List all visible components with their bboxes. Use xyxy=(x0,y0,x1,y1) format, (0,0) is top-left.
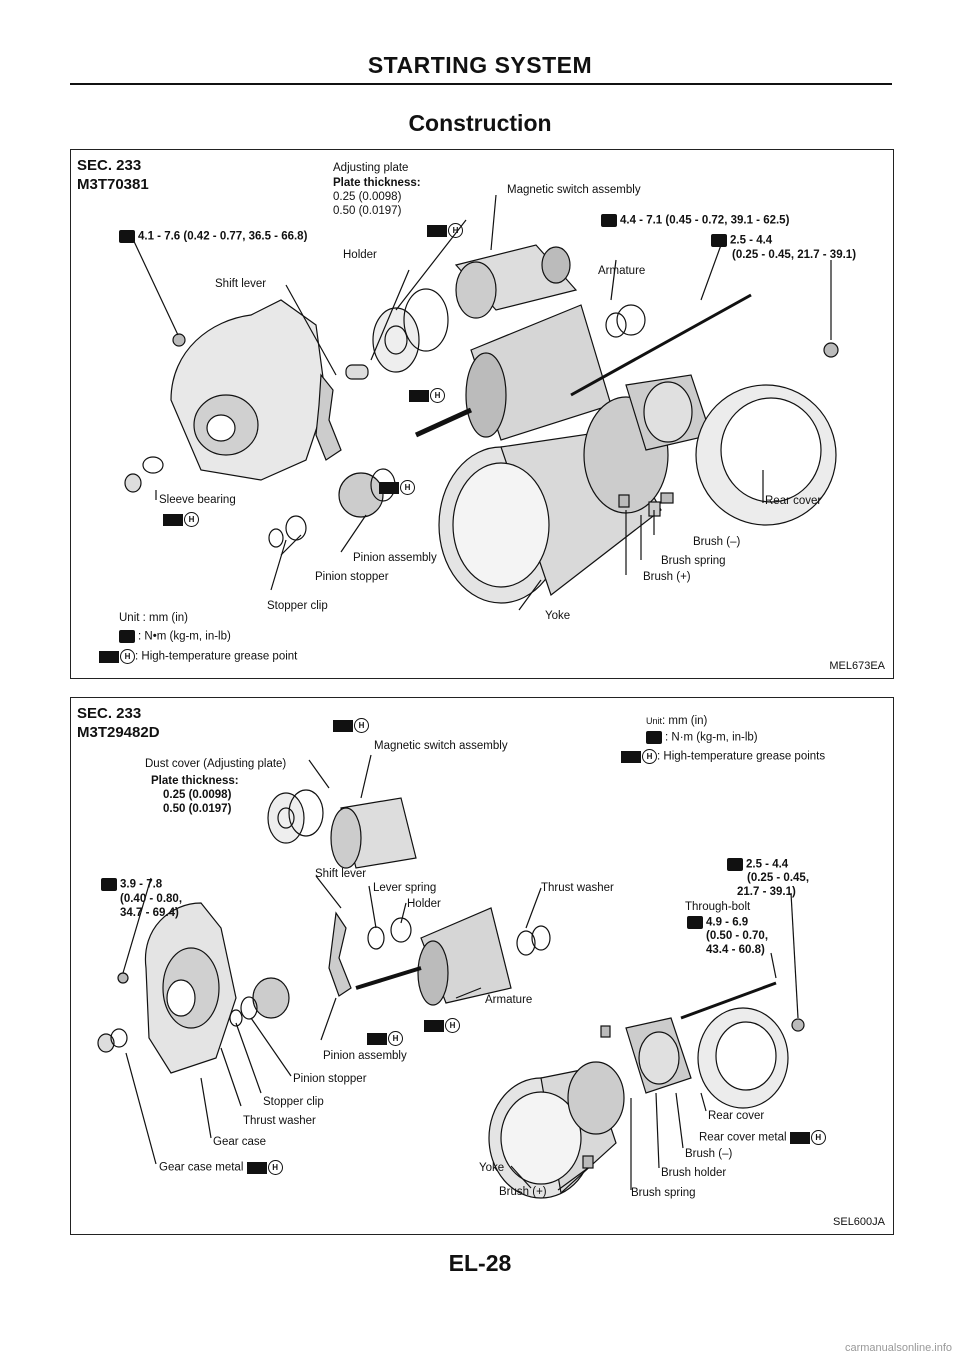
label-plate-thickness: Plate thickness: xyxy=(151,775,239,787)
label-unit: Unit : mm (in) xyxy=(119,612,188,624)
label-thrust-washer: Thrust washer xyxy=(243,1115,316,1127)
page-number: EL-28 xyxy=(448,1250,512,1276)
label-stopper-clip: Stopper clip xyxy=(263,1096,324,1108)
label-rear-cover-metal: Rear cover metal H xyxy=(699,1130,826,1145)
label-torque-bolt-2: (0.50 - 0.70, xyxy=(706,930,769,942)
label-brush-plus: Brush (+) xyxy=(499,1186,547,1198)
grease-icon xyxy=(163,513,183,526)
grease-icon xyxy=(246,1161,267,1174)
label-rear-cover: Rear cover xyxy=(765,495,822,507)
grease-icon xyxy=(621,750,641,763)
label-grease-armature: H xyxy=(409,388,445,403)
legend-torque: : N•m (kg-m, in-lb) xyxy=(119,630,231,644)
label-torque-rear: 4.4 - 7.1 (0.45 - 0.72, 39.1 - 62.5) xyxy=(601,214,789,228)
torque-icon xyxy=(687,916,703,929)
label-stopper-clip: Stopper clip xyxy=(267,600,328,612)
grease-icon xyxy=(427,224,447,237)
label-pinion-assembly: Pinion assembly xyxy=(353,552,437,564)
label-torque-rear-2: (0.25 - 0.45, xyxy=(747,872,810,884)
figure-code: SEL600JA xyxy=(833,1216,885,1228)
grease-icon xyxy=(424,1019,444,1032)
label-thickness-2: 0.50 (0.0197) xyxy=(163,803,232,815)
label-holder: Holder xyxy=(343,249,377,261)
label-magnetic-switch: Magnetic switch assembly xyxy=(507,184,641,196)
label-shift-lever: Shift lever xyxy=(215,278,267,290)
label-yoke: Yoke xyxy=(545,610,571,622)
label-brush-holder: Brush holder xyxy=(661,1167,727,1179)
label-thickness-1: 0.25 (0.0098) xyxy=(333,191,402,203)
label-torque-front-1: 3.9 - 7.8 xyxy=(101,878,162,892)
label-torque-rear-3: 21.7 - 39.1) xyxy=(737,886,796,898)
grease-icon xyxy=(409,389,429,402)
label-plate-thickness: Plate thickness: xyxy=(333,177,421,189)
label-armature: Armature xyxy=(598,265,646,277)
label-torque-rear-1: 2.5 - 4.4 xyxy=(727,858,788,872)
grease-icon xyxy=(379,481,399,494)
label-grease-pinion: H xyxy=(367,1031,403,1046)
label-armature: Armature xyxy=(485,994,533,1006)
label-grease-sleeve: H xyxy=(163,512,199,527)
label-torque-bolt-3: 43.4 - 60.8) xyxy=(706,944,765,956)
figure-code: MEL673EA xyxy=(829,660,885,672)
label-brush-minus: Brush (–) xyxy=(685,1148,733,1160)
grease-icon xyxy=(333,719,353,732)
label-torque-small-1: 2.5 - 4.4 xyxy=(711,234,772,248)
grease-icon xyxy=(367,1032,387,1045)
label-torque-front-3: 34.7 - 69.4) xyxy=(120,907,179,919)
header-rule xyxy=(70,83,892,85)
section-header: STARTING SYSTEM xyxy=(367,52,593,78)
label-pinion-assembly: Pinion assembly xyxy=(323,1050,407,1062)
torque-icon xyxy=(601,214,617,227)
torque-icon xyxy=(711,234,727,247)
label-torque-front: 4.1 - 7.6 (0.42 - 0.77, 36.5 - 66.8) xyxy=(119,230,307,244)
page-title: Construction xyxy=(408,110,552,136)
legend-torque: : N·m (kg-m, in-lb) xyxy=(646,731,758,745)
grease-icon xyxy=(99,650,119,663)
label-brush-spring: Brush spring xyxy=(661,555,726,567)
label-brush-spring: Brush spring xyxy=(631,1187,696,1199)
label-unit: Unit: mm (in) xyxy=(646,715,708,727)
label-thickness-2: 0.50 (0.0197) xyxy=(333,205,402,217)
torque-icon xyxy=(119,230,135,243)
label-brush-plus: Brush (+) xyxy=(643,571,691,583)
label-thickness-1: 0.25 (0.0098) xyxy=(163,789,232,801)
label-lever-spring: Lever spring xyxy=(373,882,437,894)
label-rear-cover: Rear cover xyxy=(708,1110,765,1122)
label-torque-bolt-1: 4.9 - 6.9 xyxy=(687,916,748,930)
label-torque-small-2: (0.25 - 0.45, 21.7 - 39.1) xyxy=(732,249,857,261)
label-grease-armature: H xyxy=(424,1018,460,1033)
label-shift-lever: Shift lever xyxy=(315,868,367,880)
grease-icon xyxy=(789,1131,810,1144)
label-pinion-stopper: Pinion stopper xyxy=(293,1073,367,1085)
label-adjusting-plate: Adjusting plate xyxy=(333,162,409,174)
torque-icon xyxy=(101,878,117,891)
label-dust-cover: Dust cover (Adjusting plate) xyxy=(145,758,287,770)
label-pinion-stopper: Pinion stopper xyxy=(315,571,389,583)
label-grease-switch: H xyxy=(333,718,369,733)
label-grease-1: H xyxy=(427,223,463,238)
legend-grease: H: High-temperature grease points xyxy=(621,749,825,764)
label-torque-front-2: (0.40 - 0.80, xyxy=(120,893,183,905)
label-yoke: Yoke xyxy=(479,1162,505,1174)
watermark: carmanualsonline.info xyxy=(844,1342,952,1354)
label-magnetic-switch: Magnetic switch assembly xyxy=(374,740,508,752)
legend-grease: H: High-temperature grease point xyxy=(99,649,297,664)
label-grease-pinion: H xyxy=(379,480,415,495)
label-thrust-washer-top: Thrust washer xyxy=(541,882,614,894)
starter-exploded-view-1 xyxy=(124,194,839,611)
label-gear-case-metal: Gear case metal H xyxy=(159,1160,283,1175)
label-holder: Holder xyxy=(407,898,441,910)
label-sleeve-bearing: Sleeve bearing xyxy=(159,494,236,506)
torque-icon xyxy=(119,630,135,643)
label-brush-minus: Brush (–) xyxy=(693,536,741,548)
label-through-bolt: Through-bolt xyxy=(685,901,751,913)
starter-exploded-view-2 xyxy=(97,754,805,1199)
label-gear-case: Gear case xyxy=(213,1136,267,1148)
torque-icon xyxy=(727,858,743,871)
torque-icon xyxy=(646,731,662,744)
